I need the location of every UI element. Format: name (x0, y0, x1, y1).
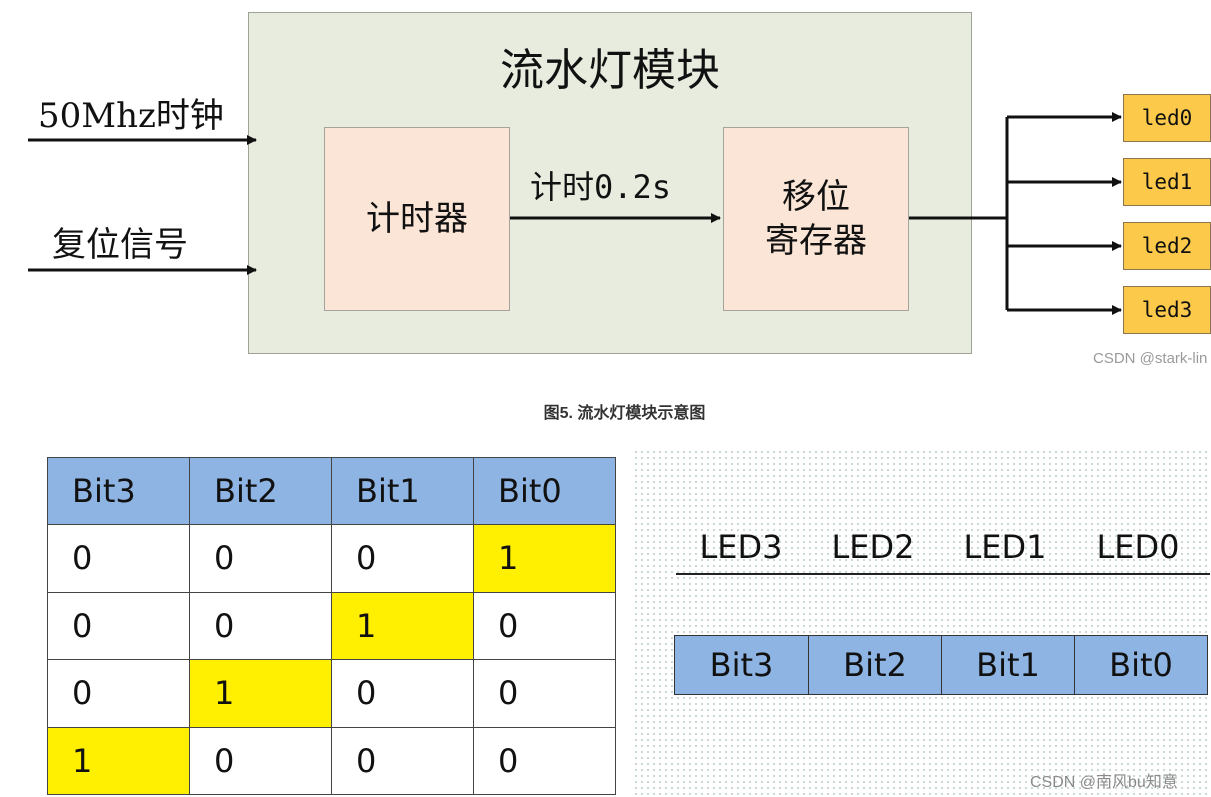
table-cell: 0 (47, 591, 190, 660)
led-header-underline (676, 573, 1210, 575)
watermark-top: CSDN @stark-lin (1093, 350, 1208, 367)
mapping-panel (633, 449, 1211, 797)
table-row: 0 0 1 0 (47, 591, 616, 660)
bit-pattern-table: Bit3 Bit2 Bit1 Bit0 0 0 0 1 0 0 1 0 0 1 … (47, 457, 616, 795)
table-cell: 0 (189, 726, 332, 795)
table-cell: 0 (473, 659, 616, 728)
table-cell: 0 (473, 591, 616, 660)
header-cell: Bit0 (473, 457, 616, 525)
led1-label: led1 (1141, 170, 1193, 194)
timer-block: 计时器 (324, 127, 510, 311)
bits-row: Bit3 Bit2 Bit1 Bit0 (674, 635, 1208, 695)
header-cell: Bit2 (189, 457, 332, 525)
table-row: 1 0 0 0 (47, 726, 616, 795)
bit1-cell: Bit1 (941, 636, 1074, 694)
watermark-bottom: CSDN @南风bu知意 (1030, 774, 1178, 791)
header-cell: Bit1 (331, 457, 474, 525)
table-cell: 0 (331, 726, 474, 795)
led2-box: led2 (1123, 222, 1211, 270)
led3-header: LED3 (699, 528, 783, 566)
shift-register-label-line2: 寄存器 (765, 221, 867, 261)
led0-box: led0 (1123, 94, 1211, 142)
led1-box: led1 (1123, 158, 1211, 206)
clock-input-label: 50Mhz时钟 (38, 96, 224, 136)
timer-block-label: 计时器 (366, 198, 468, 239)
figure-caption: 图5. 流水灯模块示意图 (543, 405, 706, 422)
bit3-cell: Bit3 (675, 636, 808, 694)
bit0-cell: Bit0 (1074, 636, 1207, 694)
shift-register-block: 移位 寄存器 (723, 127, 909, 311)
table-cell: 0 (47, 659, 190, 728)
led2-label: led2 (1141, 234, 1193, 258)
table-cell: 0 (47, 524, 190, 593)
module-title: 流水灯模块 (500, 45, 720, 96)
reset-input-label: 复位信号 (52, 225, 188, 265)
led3-label: led3 (1141, 298, 1193, 322)
table-row: 0 1 0 0 (47, 659, 616, 728)
timer-signal-label: 计时0.2s (530, 168, 672, 206)
table-cell: 1 (189, 659, 332, 728)
led3-box: led3 (1123, 286, 1211, 334)
bit2-cell: Bit2 (808, 636, 941, 694)
led0-header: LED0 (1096, 528, 1180, 566)
table-cell: 0 (331, 659, 474, 728)
table-cell: 1 (473, 524, 616, 593)
header-cell: Bit3 (47, 457, 190, 525)
table-header-row: Bit3 Bit2 Bit1 Bit0 (47, 457, 616, 525)
diagram-connections (28, 112, 1122, 315)
table-cell: 0 (189, 524, 332, 593)
table-cell: 0 (189, 591, 332, 660)
table-cell: 1 (47, 726, 190, 795)
table-cell: 0 (331, 524, 474, 593)
led2-header: LED2 (831, 528, 915, 566)
table-row: 0 0 0 1 (47, 524, 616, 593)
led1-header: LED1 (963, 528, 1047, 566)
table-cell: 0 (473, 726, 616, 795)
table-cell: 1 (331, 591, 474, 660)
shift-register-label-line1: 移位 (782, 176, 850, 217)
led0-label: led0 (1141, 106, 1193, 130)
